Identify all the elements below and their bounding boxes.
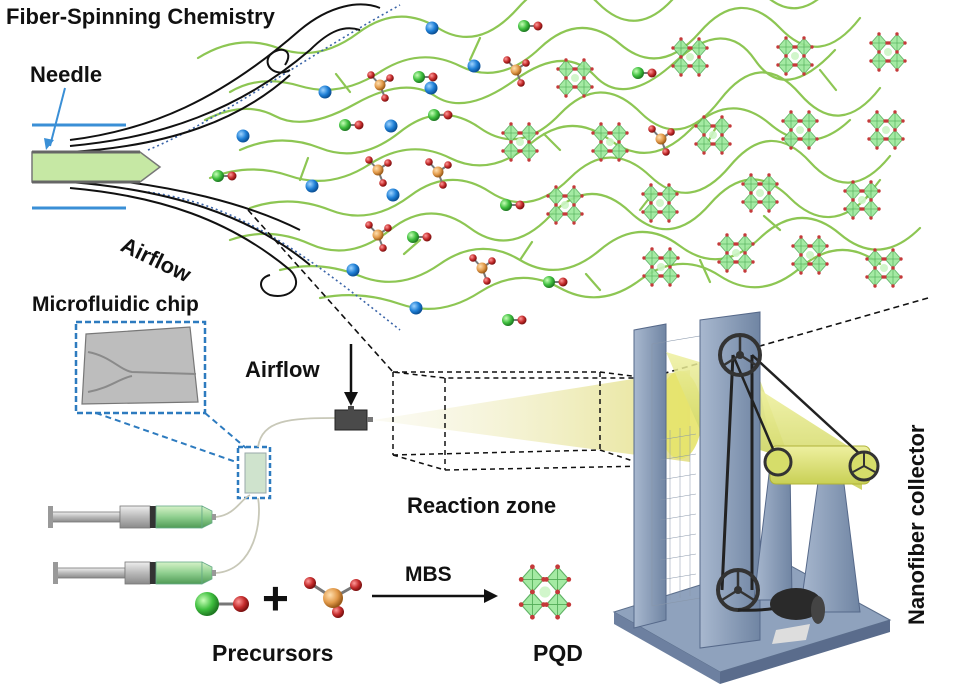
microfluidic-chip-inset: [74, 320, 207, 415]
pqd-label: PQD: [533, 640, 583, 666]
reaction-zone-label: Reaction zone: [407, 493, 557, 518]
nanofiber-collector: [612, 311, 892, 684]
needle: [31, 123, 162, 210]
mbs-label: MBS: [405, 563, 452, 586]
syringe-top: [48, 505, 216, 529]
syringe-bottom: [53, 561, 216, 585]
precursor-acetate-molecule: [304, 577, 362, 618]
spinning-nozzle: [334, 406, 373, 431]
reaction-arrow: [372, 589, 498, 603]
microfluidic-chip-label: Microfluidic chip: [32, 293, 199, 316]
pqd-product: [519, 564, 571, 619]
diagram-title: Fiber-Spinning Chemistry: [6, 4, 275, 29]
nanofiber-collector-label: Nanofiber collector: [904, 424, 929, 625]
needle-pointer-arrow: [44, 87, 66, 150]
precursor-halide-molecule: [195, 592, 249, 616]
airflow-streamlines: [69, 3, 381, 297]
microfluidic-chip: [236, 445, 272, 500]
chip-zoom-lines: [95, 412, 247, 463]
needle-label: Needle: [30, 62, 103, 87]
airflow-label-mid: Airflow: [245, 357, 320, 382]
tubing: [215, 417, 336, 574]
airflow-arrow: [344, 344, 358, 406]
plus-sign: +: [262, 572, 289, 624]
precursors-label: Precursors: [212, 640, 334, 666]
